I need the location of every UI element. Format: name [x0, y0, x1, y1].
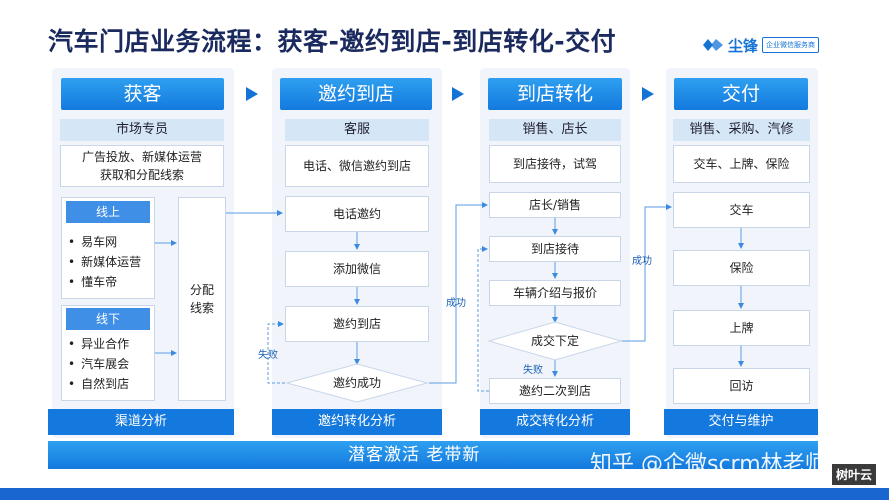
step-vehicle-quote: 车辆介绍与报价 — [489, 280, 621, 306]
fail-label: 失败 — [523, 365, 543, 376]
role-delivery-team: 销售、采购、汽修 — [673, 119, 810, 141]
step-reception: 到店接待 — [489, 236, 621, 262]
marketing-desc: 广告投放、新媒体运营 获取和分配线索 — [60, 145, 224, 187]
footer-bar — [0, 488, 889, 500]
bottom-delivery-maintenance: 交付与维护 — [664, 409, 818, 435]
bottom-deal-analysis: 成交转化分析 — [480, 409, 630, 435]
assign-leads-line1: 分配 — [189, 283, 214, 297]
reactivation-bar: 潜客激活 老带新 — [48, 441, 818, 469]
list-item: 易车网 — [68, 232, 154, 252]
cs-desc: 电话、微信邀约到店 — [285, 145, 429, 187]
online-tag: 线上 — [66, 201, 150, 223]
stage-arrow-icon — [452, 87, 464, 101]
brand-badge: 企业微信服务商 — [762, 37, 820, 53]
success-label: 成功 — [632, 256, 652, 267]
watermark-text: 知乎 @企微scrm林老师 — [590, 452, 827, 477]
list-item: 汽车展会 — [68, 354, 154, 374]
marketing-desc-line2: 获取和分配线索 — [99, 168, 184, 182]
step-phone-invite: 电话邀约 — [285, 196, 429, 232]
list-item: 懂车帝 — [68, 272, 154, 292]
stage-arrow-icon — [246, 87, 258, 101]
fail-label: 失败 — [258, 350, 278, 361]
decision-invite-label: 邀约成功 — [332, 376, 381, 390]
role-sales-manager: 销售、店长 — [489, 119, 621, 141]
list-item: 异业合作 — [68, 334, 154, 354]
watermark-corner: 树叶云 — [832, 464, 877, 485]
role-customer-service: 客服 — [285, 119, 429, 141]
step-invite-visit: 邀约到店 — [285, 306, 429, 342]
online-list: 易车网 新媒体运营 懂车帝 — [68, 232, 154, 292]
stage-arrow-icon — [642, 87, 654, 101]
marketing-desc-line1: 广告投放、新媒体运营 — [81, 150, 202, 164]
delivery-desc: 交车、上牌、保险 — [673, 145, 810, 183]
stage-invitation: 邀约到店 — [280, 78, 432, 110]
step-add-wechat: 添加微信 — [285, 251, 429, 287]
decision-deal-label: 成交下定 — [530, 334, 579, 348]
success-label: 成功 — [446, 298, 466, 309]
step-revisit-invite: 邀约二次到店 — [489, 378, 621, 404]
list-item: 自然到店 — [68, 374, 154, 394]
step-plate: 上牌 — [673, 310, 810, 346]
step-handover: 交车 — [673, 192, 810, 228]
stage-conversion: 到店转化 — [488, 78, 622, 110]
step-manager-sales: 店长/销售 — [489, 192, 621, 218]
page-title: 汽车门店业务流程：获客-邀约到店-到店转化-交付 — [48, 27, 617, 56]
brand-name: 尘锋 — [728, 36, 759, 55]
assign-leads-line2: 线索 — [189, 301, 214, 315]
assign-leads: 分配 线索 — [178, 197, 226, 401]
step-insurance: 保险 — [673, 250, 810, 286]
offline-list: 异业合作 汽车展会 自然到店 — [68, 334, 154, 394]
brand-logo: 尘锋 企业微信服务商 — [702, 34, 820, 56]
offline-tag: 线下 — [66, 308, 150, 330]
sales-desc: 到店接待，试驾 — [489, 145, 621, 183]
bottom-invite-analysis: 邀约转化分析 — [272, 409, 442, 435]
list-item: 新媒体运营 — [68, 252, 154, 272]
stage-acquisition: 获客 — [61, 78, 224, 110]
cf-logo-icon — [703, 39, 723, 51]
bottom-channel-analysis: 渠道分析 — [48, 409, 234, 435]
step-follow-up: 回访 — [673, 368, 810, 404]
stage-delivery: 交付 — [674, 78, 808, 110]
role-marketing: 市场专员 — [60, 119, 224, 141]
